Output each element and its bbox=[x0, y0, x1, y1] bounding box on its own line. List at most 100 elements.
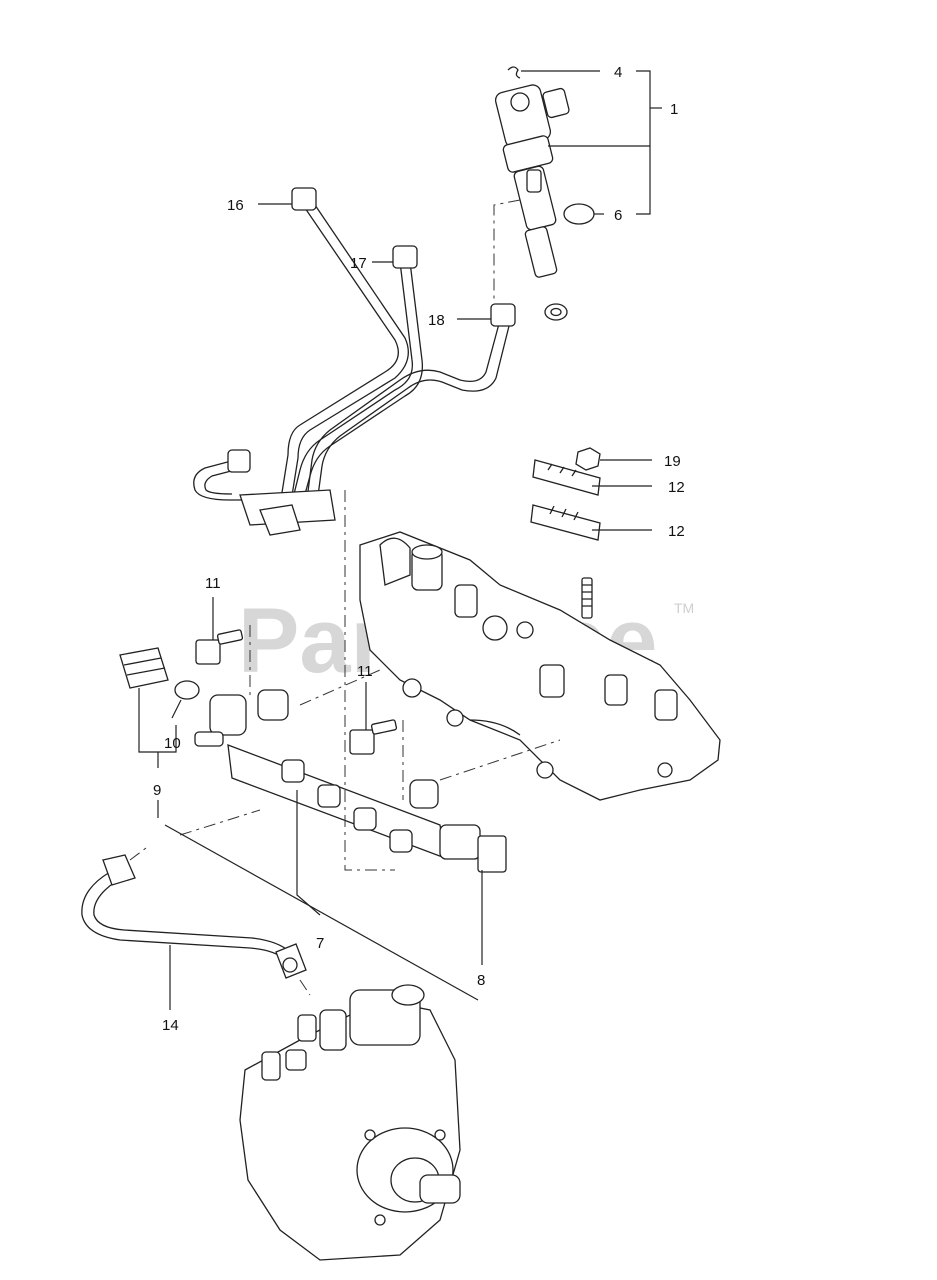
clip-part-4 bbox=[507, 66, 521, 79]
callout-7: 7 bbox=[316, 935, 324, 952]
injection-pipes bbox=[193, 187, 516, 536]
pipe-18-nut bbox=[490, 303, 516, 327]
pump-nipple-2 bbox=[261, 1051, 281, 1081]
callout-4: 4 bbox=[614, 64, 622, 81]
leader-7 bbox=[296, 790, 321, 916]
pump-flange-hole-2 bbox=[434, 1129, 446, 1141]
return-pipe-edge bbox=[204, 469, 236, 495]
manifold-hole-1 bbox=[482, 615, 508, 641]
pump-head-cap bbox=[391, 984, 425, 1006]
injector-port bbox=[510, 92, 530, 112]
callout-16: 16 bbox=[227, 197, 244, 214]
pump-flange-hole-1 bbox=[364, 1129, 376, 1141]
hp-pipe-14 bbox=[81, 871, 286, 961]
manifold-housing bbox=[359, 531, 721, 801]
nut-part-19 bbox=[575, 447, 601, 471]
return-pipe bbox=[193, 459, 260, 501]
oring-part-10 bbox=[174, 680, 200, 700]
ref-line-pipes bbox=[344, 490, 395, 871]
callout-11-upper: 11 bbox=[205, 575, 221, 592]
clamp-plate-upper-ribs bbox=[547, 463, 577, 477]
manifold-hole-2 bbox=[516, 621, 534, 639]
pump-body bbox=[239, 999, 461, 1261]
ref-line-rail-mount bbox=[299, 669, 381, 706]
clamp-plate-lower bbox=[530, 504, 601, 541]
callout-1: 1 bbox=[670, 101, 678, 118]
injector-inlet bbox=[526, 169, 542, 193]
injector-nozzle bbox=[524, 226, 558, 278]
manifold-edge bbox=[469, 719, 521, 736]
stud bbox=[581, 577, 593, 619]
callout-14: 14 bbox=[162, 1017, 179, 1034]
rail-mount-1 bbox=[257, 689, 289, 721]
stud-thread bbox=[582, 584, 592, 607]
ref-line-pump bbox=[299, 979, 311, 996]
rail-mount-2 bbox=[409, 779, 439, 809]
pipe-16-nut bbox=[291, 187, 317, 211]
relief-valve-part-9 bbox=[119, 647, 169, 689]
watermark-trademark: TM bbox=[674, 600, 694, 616]
pump-flange-hole-3 bbox=[374, 1214, 386, 1226]
pipe-16 bbox=[279, 207, 399, 506]
manifold-boss-3 bbox=[539, 664, 565, 698]
rail-end-fitting bbox=[209, 694, 247, 736]
pipe-bracket-clamp bbox=[259, 504, 301, 536]
bolt-part-11-upper-shank bbox=[216, 629, 244, 645]
manifold-plug bbox=[402, 678, 422, 698]
rail-inlet-nipple bbox=[194, 731, 224, 747]
hp-pipe-14-nut-a bbox=[102, 854, 136, 886]
manifold-boss-1-top bbox=[411, 544, 443, 560]
clamp-plate-upper bbox=[532, 459, 601, 496]
fuel-pump bbox=[239, 984, 461, 1261]
callout-18: 18 bbox=[428, 312, 445, 329]
manifold-boss-4 bbox=[604, 674, 628, 706]
callout-11-lower: 11 bbox=[357, 663, 373, 680]
callout-17: 17 bbox=[350, 255, 367, 272]
injector-washer-hole bbox=[550, 307, 562, 317]
high-pressure-pipe bbox=[81, 854, 307, 979]
manifold-boss-2 bbox=[454, 584, 478, 618]
pipe-18-edge bbox=[314, 321, 511, 519]
hp-pipe-14-edge bbox=[93, 881, 291, 953]
manifold-hole-3 bbox=[446, 709, 464, 727]
callout-12-lower: 12 bbox=[668, 523, 685, 540]
leader-10 bbox=[171, 699, 182, 719]
pump-valve bbox=[285, 1049, 307, 1071]
hp-pipe-14-port bbox=[282, 957, 298, 973]
manifold-hole-5 bbox=[657, 762, 673, 778]
callout-9: 9 bbox=[153, 782, 161, 799]
fuel-rail-assembly bbox=[119, 629, 507, 873]
bolt-part-11-upper bbox=[195, 639, 221, 665]
clamp-plate-lower-ribs bbox=[549, 505, 579, 521]
injector-connector bbox=[542, 87, 570, 119]
manifold-boss-5 bbox=[654, 689, 678, 721]
reference-lines bbox=[129, 490, 561, 996]
ref-line-rail-head bbox=[439, 739, 561, 781]
ref-line-rail-inlet bbox=[179, 809, 261, 836]
pump-boss-1 bbox=[319, 1009, 347, 1051]
callout-19: 19 bbox=[664, 453, 681, 470]
callouts: 4 1 6 16 17 18 19 12 12 11 11 10 9 7 8 1… bbox=[153, 64, 685, 1034]
relief-valve-ribs bbox=[123, 657, 166, 676]
callout-12-upper: 12 bbox=[668, 479, 685, 496]
leader-lines bbox=[138, 70, 662, 1010]
clamp-assembly bbox=[530, 447, 601, 619]
pump-shaft bbox=[419, 1174, 461, 1204]
pipe-17 bbox=[289, 261, 414, 511]
callout-10: 10 bbox=[164, 735, 181, 752]
manifold-hole-4 bbox=[536, 761, 554, 779]
callout-8: 8 bbox=[477, 972, 485, 989]
pump-nipple-1 bbox=[297, 1014, 317, 1042]
leader-1-bracket bbox=[636, 70, 651, 215]
injector-assembly bbox=[493, 66, 595, 321]
rail-outlet-4 bbox=[389, 829, 413, 853]
ref-line-hp-pipe bbox=[129, 844, 151, 861]
rail-outlet-3 bbox=[353, 807, 377, 831]
bolt-part-11-lower-shank bbox=[370, 719, 398, 735]
injector-guide-line bbox=[493, 199, 521, 300]
pipe-16-edge bbox=[289, 204, 409, 509]
oring-part-6 bbox=[563, 203, 595, 225]
rail-outlet-2 bbox=[317, 784, 341, 808]
rail-outlet-1 bbox=[281, 759, 305, 783]
